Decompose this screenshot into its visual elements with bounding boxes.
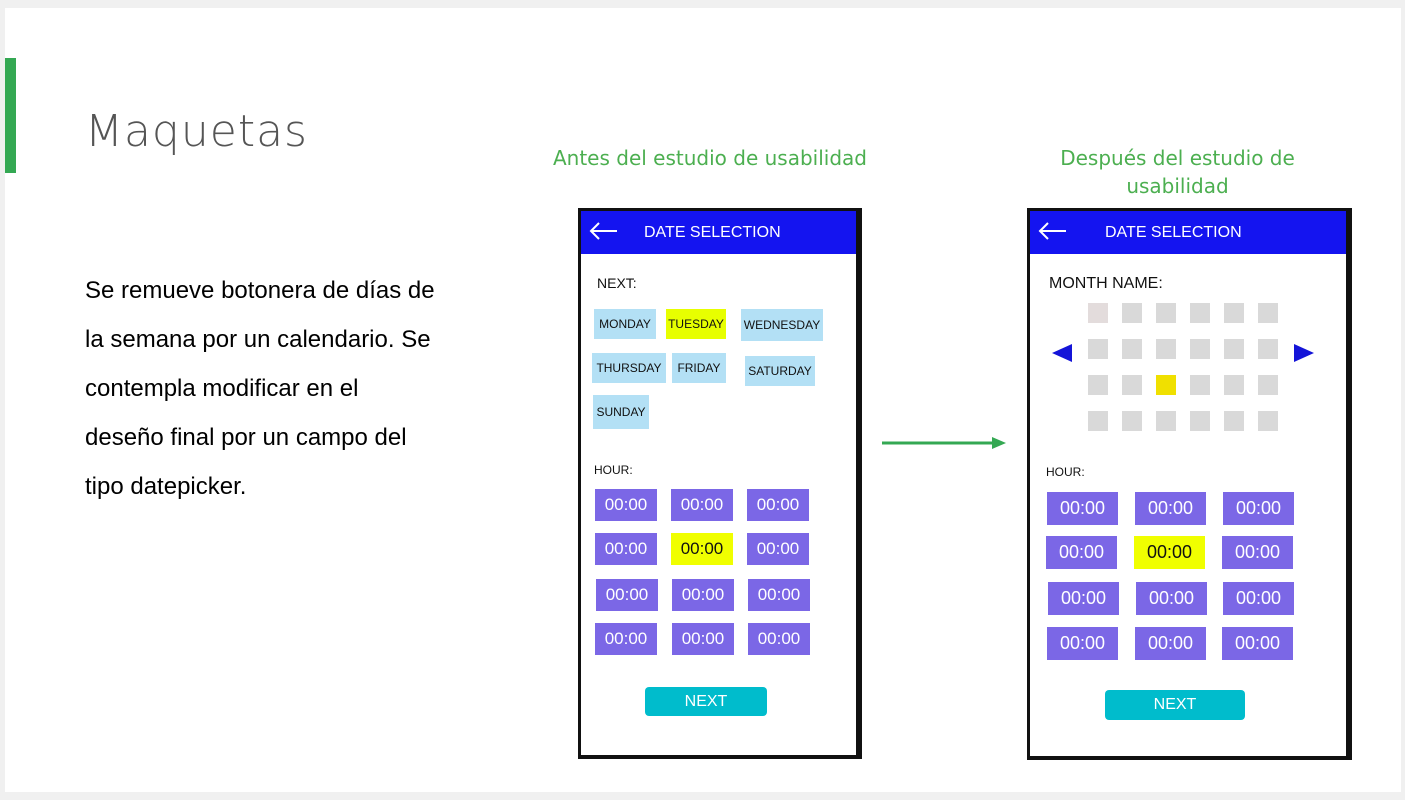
app-bar: DATE SELECTION: [581, 211, 856, 254]
calendar-day-cell[interactable]: [1156, 411, 1176, 431]
hour-slot[interactable]: 00:00: [595, 623, 657, 655]
hour-slot-selected[interactable]: 00:00: [1134, 536, 1205, 569]
calendar-day-cell[interactable]: [1224, 375, 1244, 395]
slide-body-text: Se remueve botonera de días de la semana…: [85, 277, 435, 500]
slide: Maquetas Se remueve botonera de días de …: [5, 8, 1401, 792]
calendar-day-cell[interactable]: [1258, 411, 1278, 431]
hour-slot[interactable]: 00:00: [672, 579, 734, 611]
hour-label: HOUR:: [1046, 465, 1085, 479]
hour-slot[interactable]: 00:00: [1135, 492, 1206, 525]
hour-slot[interactable]: 00:00: [747, 489, 809, 521]
calendar-day-cell[interactable]: [1122, 375, 1142, 395]
hour-slot[interactable]: 00:00: [1048, 582, 1119, 615]
mockup-before: DATE SELECTION NEXT: MONDAY TUESDAY WEDN…: [578, 208, 862, 759]
day-button-thursday[interactable]: THURSDAY: [592, 353, 666, 383]
calendar-day-cell[interactable]: [1190, 411, 1210, 431]
hour-slot[interactable]: 00:00: [595, 489, 657, 521]
calendar-day-cell[interactable]: [1088, 411, 1108, 431]
month-name-label: MONTH NAME:: [1049, 275, 1163, 292]
slide-title: Maquetas: [85, 106, 308, 157]
appbar-title: DATE SELECTION: [644, 224, 781, 241]
calendar-day-cell[interactable]: [1156, 303, 1176, 323]
hour-slot[interactable]: 00:00: [1047, 627, 1118, 660]
calendar-day-cell[interactable]: [1224, 411, 1244, 431]
hour-slot[interactable]: 00:00: [748, 579, 810, 611]
hour-slot[interactable]: 00:00: [595, 533, 657, 565]
day-button-sunday[interactable]: SUNDAY: [593, 395, 649, 429]
day-button-monday[interactable]: MONDAY: [594, 309, 656, 339]
hour-slot[interactable]: 00:00: [1136, 582, 1207, 615]
caption-after: Después del estudio de usabilidad: [1060, 146, 1295, 198]
day-button-friday[interactable]: FRIDAY: [672, 353, 726, 383]
calendar-day-cell[interactable]: [1122, 339, 1142, 359]
arrow-right-icon: [882, 437, 1006, 449]
hour-slot[interactable]: 00:00: [1046, 536, 1117, 569]
calendar-day-cell[interactable]: [1156, 339, 1176, 359]
calendar-day-cell[interactable]: [1258, 375, 1278, 395]
calendar-day-cell[interactable]: [1258, 339, 1278, 359]
calendar-day-cell[interactable]: [1088, 339, 1108, 359]
next-button[interactable]: NEXT: [645, 687, 767, 716]
hour-slot[interactable]: 00:00: [1047, 492, 1118, 525]
day-button-wednesday[interactable]: WEDNESDAY: [741, 309, 823, 341]
calendar-day-cell[interactable]: [1224, 303, 1244, 323]
calendar-day-cell[interactable]: [1258, 303, 1278, 323]
calendar-day-cell[interactable]: [1190, 303, 1210, 323]
appbar-title: DATE SELECTION: [1105, 224, 1242, 241]
hour-slot[interactable]: 00:00: [1223, 492, 1294, 525]
hour-slot[interactable]: 00:00: [1223, 582, 1294, 615]
next-days-label: NEXT:: [597, 275, 637, 291]
calendar-day-cell[interactable]: [1122, 303, 1142, 323]
back-arrow-icon[interactable]: [1036, 217, 1068, 245]
calendar-day-cell[interactable]: [1088, 375, 1108, 395]
hour-slot[interactable]: 00:00: [1135, 627, 1206, 660]
hour-label: HOUR:: [594, 463, 633, 477]
calendar-day-cell-selected[interactable]: [1156, 375, 1176, 395]
hour-slot[interactable]: 00:00: [1222, 536, 1293, 569]
hour-slot[interactable]: 00:00: [1222, 627, 1293, 660]
calendar-day-cell[interactable]: [1088, 303, 1108, 323]
calendar-day-cell[interactable]: [1190, 375, 1210, 395]
calendar-day-cell[interactable]: [1190, 339, 1210, 359]
hour-slot[interactable]: 00:00: [596, 579, 658, 611]
hour-slot-selected[interactable]: 00:00: [671, 533, 733, 565]
hour-slot[interactable]: 00:00: [672, 623, 734, 655]
day-button-saturday[interactable]: SATURDAY: [745, 356, 815, 386]
prev-month-icon[interactable]: [1052, 344, 1072, 362]
next-month-icon[interactable]: [1294, 344, 1314, 362]
hour-slot[interactable]: 00:00: [747, 533, 809, 565]
app-bar: DATE SELECTION: [1030, 211, 1346, 254]
day-button-tuesday[interactable]: TUESDAY: [666, 309, 726, 339]
back-arrow-icon[interactable]: [587, 217, 619, 245]
hour-slot[interactable]: 00:00: [671, 489, 733, 521]
accent-bar: [5, 58, 16, 173]
caption-before: Antes del estudio de usabilidad: [552, 146, 867, 170]
mockup-after: DATE SELECTION MONTH NAME:: [1027, 208, 1352, 760]
calendar-day-cell[interactable]: [1122, 411, 1142, 431]
next-button[interactable]: NEXT: [1105, 690, 1245, 720]
hour-slot[interactable]: 00:00: [748, 623, 810, 655]
calendar-day-cell[interactable]: [1224, 339, 1244, 359]
